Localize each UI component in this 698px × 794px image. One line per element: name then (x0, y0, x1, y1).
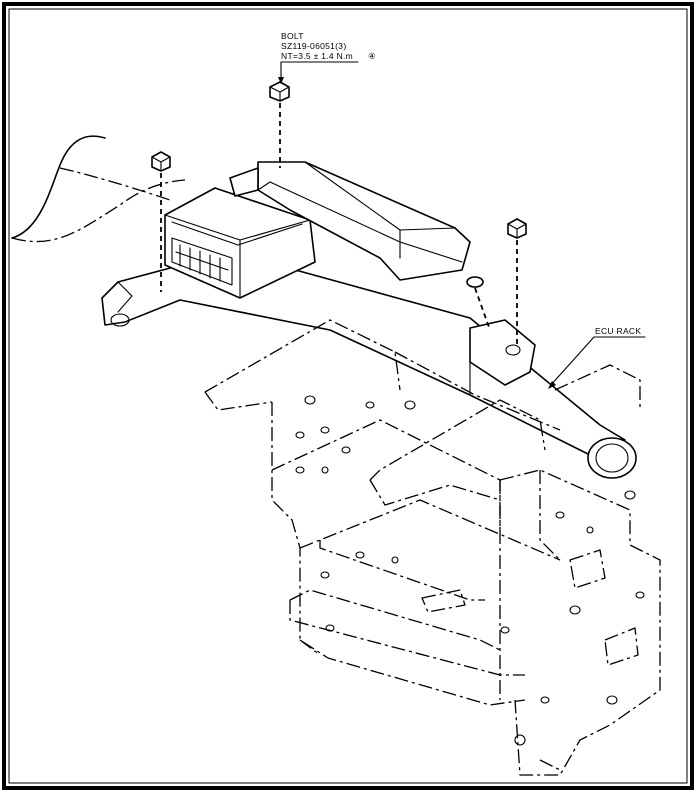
bolt-right (507, 218, 527, 345)
ecu-module (164, 187, 316, 299)
inner-border (8, 8, 688, 784)
bolt-leader-arrow (278, 77, 284, 84)
ecu-rack-leader-line (549, 336, 646, 387)
bolt-label: BOLT (281, 31, 304, 41)
ecu-rack-leader-arrow (548, 381, 556, 389)
bolt-mid (466, 276, 491, 331)
ecu-cover-housing (229, 161, 471, 281)
bolt-left (151, 151, 171, 292)
bolt-part-number: SZ119-06051(3) (281, 41, 346, 51)
lower-chassis-frame (204, 319, 661, 776)
frame-holes (295, 395, 645, 746)
bolt-top (269, 81, 290, 168)
ecu-rack-callout: ECU RACK (548, 326, 646, 389)
bolt-leader-line (280, 61, 359, 81)
bolt-torque-symbol: ④ (368, 51, 376, 61)
ecu-rack-label: ECU RACK (595, 326, 641, 336)
ecu-rack-beam (101, 251, 637, 479)
mount-bracket-right (469, 319, 536, 396)
bolt-callout: BOLT SZ119-06051(3) NT=3.5 ± 1.4 N.m ④ (278, 31, 376, 84)
bolt-torque: NT=3.5 ± 1.4 N.m (281, 51, 353, 61)
wire-harness (11, 135, 186, 243)
